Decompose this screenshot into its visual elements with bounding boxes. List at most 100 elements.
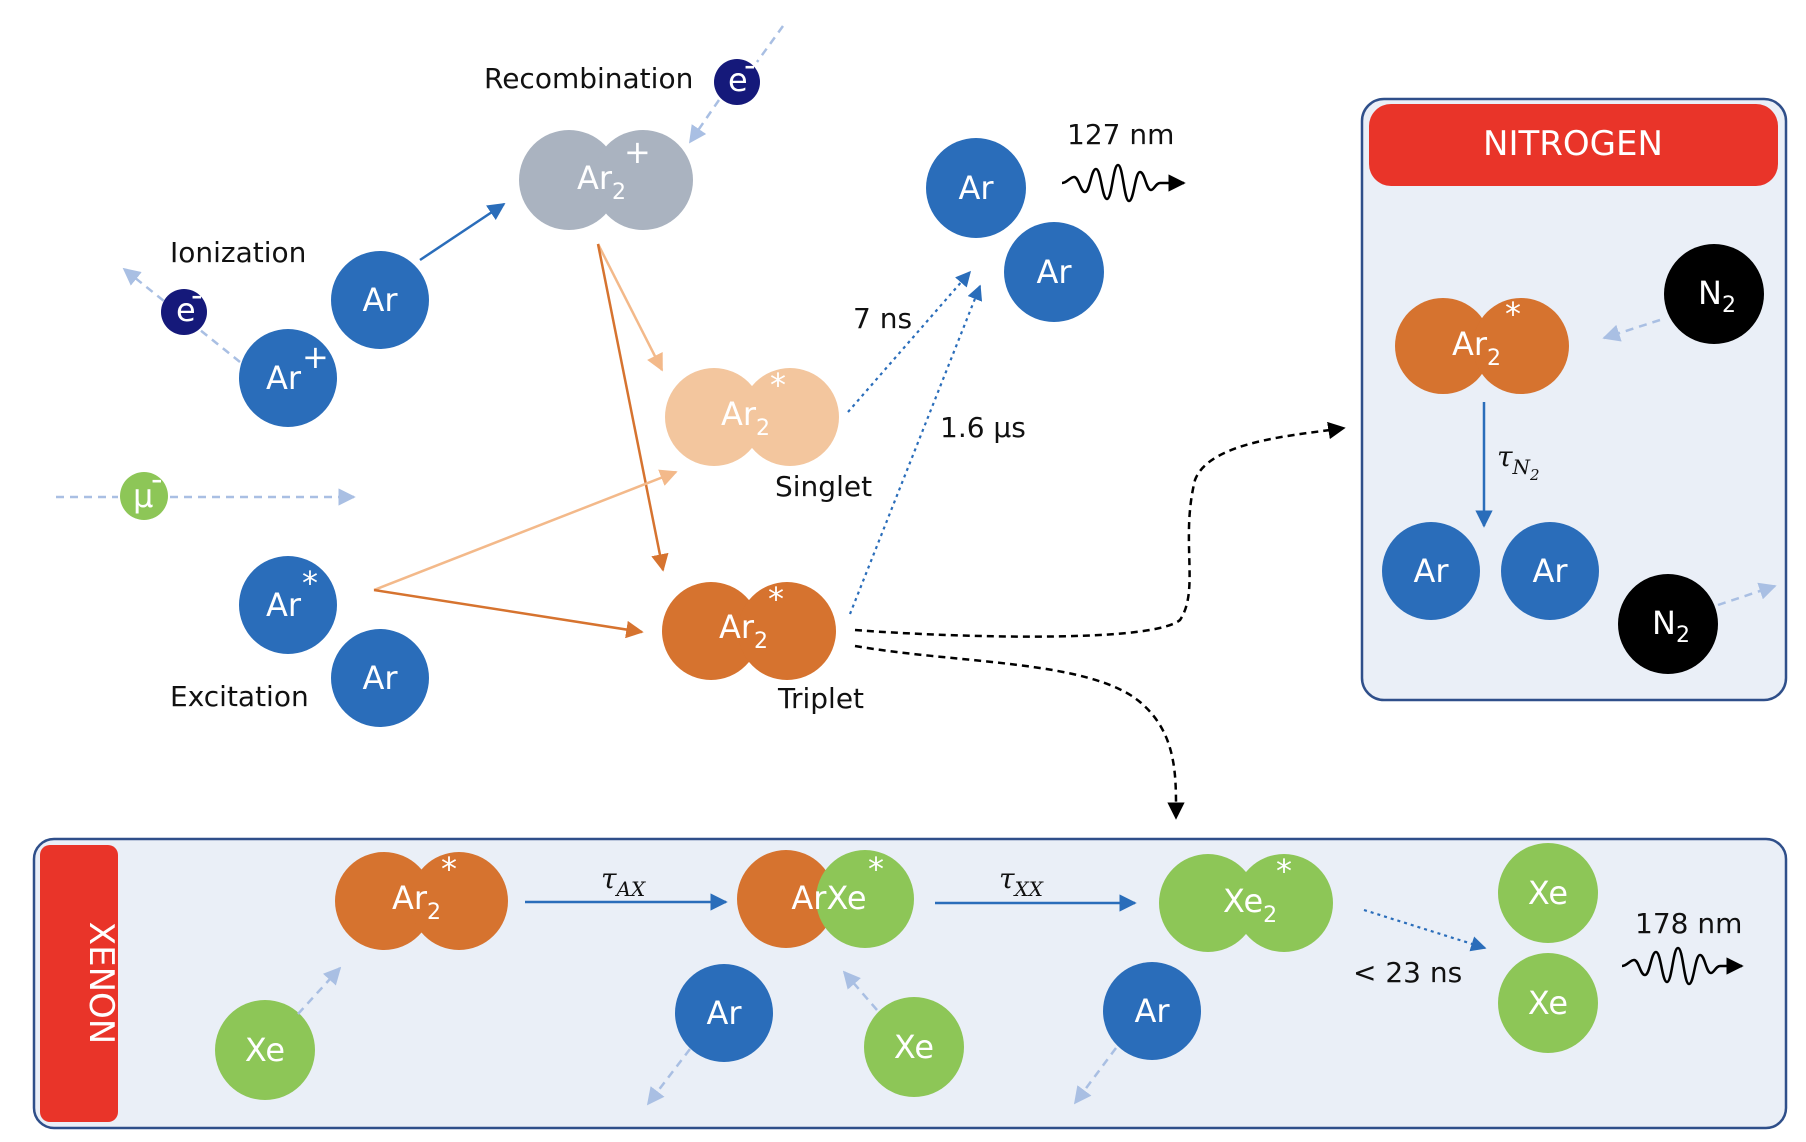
nitrogen-triplet-dimer: Ar2 * (1395, 295, 1569, 394)
svg-text:Xe: Xe (894, 1028, 934, 1066)
nitrogen-approach-arrow (1602, 318, 1661, 342)
svg-text:Ar: Ar (266, 359, 302, 397)
tau-n2-label: τN2 (1497, 440, 1540, 484)
svg-text:Ar2: Ar2 (1452, 325, 1501, 371)
svg-text:Xe: Xe (1528, 984, 1568, 1022)
xenon-argon-leaving-2: Ar (1103, 962, 1201, 1060)
ionization-electron: e - (161, 276, 207, 335)
xenon-product-atom-1: Xe (1498, 843, 1598, 943)
xenon-panel: XENON Ar2 * Xe τAX ArXe * Ar (32, 837, 1788, 1130)
xenon-dimer: Xe2 * (1159, 852, 1333, 952)
svg-text:Xe2: Xe2 (1223, 882, 1277, 928)
svg-text:e: e (176, 291, 196, 329)
xenon-decay-arrow (1363, 908, 1487, 952)
xenon-approach-arrow (297, 966, 342, 1015)
nitrogen-molecule-bottom: N2 (1618, 574, 1718, 674)
svg-text:µ: µ (133, 477, 153, 515)
xenon-title: XENON (81, 922, 121, 1044)
muon: µ - (120, 460, 168, 520)
svg-text:N2: N2 (1698, 274, 1736, 318)
svg-text:Ar2: Ar2 (721, 395, 770, 441)
tau-xx-label: τXX (999, 862, 1044, 901)
xenon-argon-leaving-1: Ar (675, 964, 773, 1062)
singlet-decay-time: 7 ns (853, 302, 912, 335)
singlet-dimer: Ar2 * (665, 366, 839, 466)
svg-text:-: - (151, 460, 163, 498)
argon-leave-arrow-1 (646, 1048, 691, 1106)
svg-text:Ar2: Ar2 (719, 608, 768, 654)
svg-text:Ar2: Ar2 (392, 879, 441, 925)
svg-text:e: e (728, 61, 748, 99)
recombination-electron: e - (714, 46, 760, 105)
svg-text:*: * (768, 580, 784, 618)
excitation-argon: Ar (331, 629, 429, 727)
svg-text:Ar: Ar (1036, 253, 1072, 291)
argon-ion: Ar + (239, 329, 337, 427)
nitrogen-leave-arrow (1717, 582, 1777, 607)
nitrogen-molecule-top: N2 (1664, 244, 1764, 344)
electron-incoming-arrow (688, 99, 721, 144)
nitrogen-argon-1: Ar (1382, 522, 1480, 620)
singlet-label: Singlet (775, 470, 872, 503)
triplet-decay-time: 1.6 µs (940, 411, 1026, 444)
triplet-to-xenon-curve (854, 644, 1185, 820)
svg-text:*: * (770, 366, 786, 404)
ion-dimer-formation-arrow (419, 202, 506, 262)
nitrogen-argon-2: Ar (1501, 522, 1599, 620)
svg-text:+: + (302, 338, 329, 376)
ground-argon-2: Ar (1004, 222, 1104, 322)
recombination-to-singlet-arrow (596, 243, 664, 372)
svg-text:Ar: Ar (362, 659, 398, 697)
xenon-atom-middle: Xe (864, 997, 964, 1097)
svg-text:Ar: Ar (706, 994, 742, 1032)
svg-text:*: * (1505, 295, 1521, 333)
argon-photon-wave (1061, 163, 1186, 203)
ionization-argon: Ar (331, 251, 429, 349)
excited-argon: Ar * (239, 556, 337, 654)
svg-text:Ar: Ar (1134, 992, 1170, 1030)
electron-incoming-arrow-top (755, 25, 785, 63)
svg-text:Ar2: Ar2 (577, 159, 626, 205)
svg-text:Ar: Ar (1413, 552, 1449, 590)
svg-text:Ar: Ar (266, 586, 302, 624)
argon-leave-arrow-2 (1073, 1047, 1118, 1105)
excitation-label: Excitation (170, 680, 309, 713)
svg-text:Xe: Xe (245, 1031, 285, 1069)
svg-text:-: - (191, 276, 203, 314)
recombination-label: Recombination (484, 62, 693, 95)
xenon-product-atom-2: Xe (1498, 953, 1598, 1053)
recombination-to-triplet-arrow (596, 243, 669, 572)
arxe-excimer: ArXe * (737, 850, 914, 948)
xenon-decay-time: < 23 ns (1353, 956, 1462, 989)
svg-text:Ar: Ar (958, 169, 994, 207)
triplet-label: Triplet (777, 682, 864, 715)
ground-argon-1: Ar (926, 138, 1026, 238)
triplet-to-nitrogen-curve (854, 421, 1346, 638)
excitation-to-singlet-arrow (373, 469, 678, 592)
xenon-emission-wavelength: 178 nm (1635, 907, 1742, 940)
svg-text:Xe: Xe (1528, 874, 1568, 912)
svg-text:*: * (302, 564, 318, 602)
svg-text:*: * (441, 850, 457, 888)
argon-emission-wavelength: 127 nm (1067, 118, 1174, 151)
nitrogen-panel: NITROGEN Ar2 * N2 τN2 Ar Ar N2 (1360, 97, 1788, 702)
svg-text:ArXe: ArXe (791, 879, 866, 917)
singlet-decay-arrow (847, 270, 972, 413)
svg-text:N2: N2 (1652, 604, 1690, 648)
xenon-photon-wave (1621, 946, 1744, 986)
ionized-dimer: Ar2 + (519, 130, 693, 230)
xenon-triplet-dimer: Ar2 * (335, 850, 508, 950)
nitrogen-banner (1369, 104, 1778, 186)
svg-text:*: * (1276, 852, 1292, 890)
svg-text:Ar: Ar (362, 281, 398, 319)
svg-text:+: + (624, 133, 651, 171)
triplet-dimer: Ar2 * (662, 580, 836, 680)
nitrogen-title: NITROGEN (1483, 124, 1663, 164)
svg-text:Ar: Ar (1532, 552, 1568, 590)
xenon-atom-left: Xe (215, 1000, 315, 1100)
svg-text:-: - (744, 46, 756, 84)
triplet-decay-arrow (848, 284, 983, 615)
svg-text:*: * (868, 850, 884, 888)
ionization-label: Ionization (170, 236, 306, 269)
